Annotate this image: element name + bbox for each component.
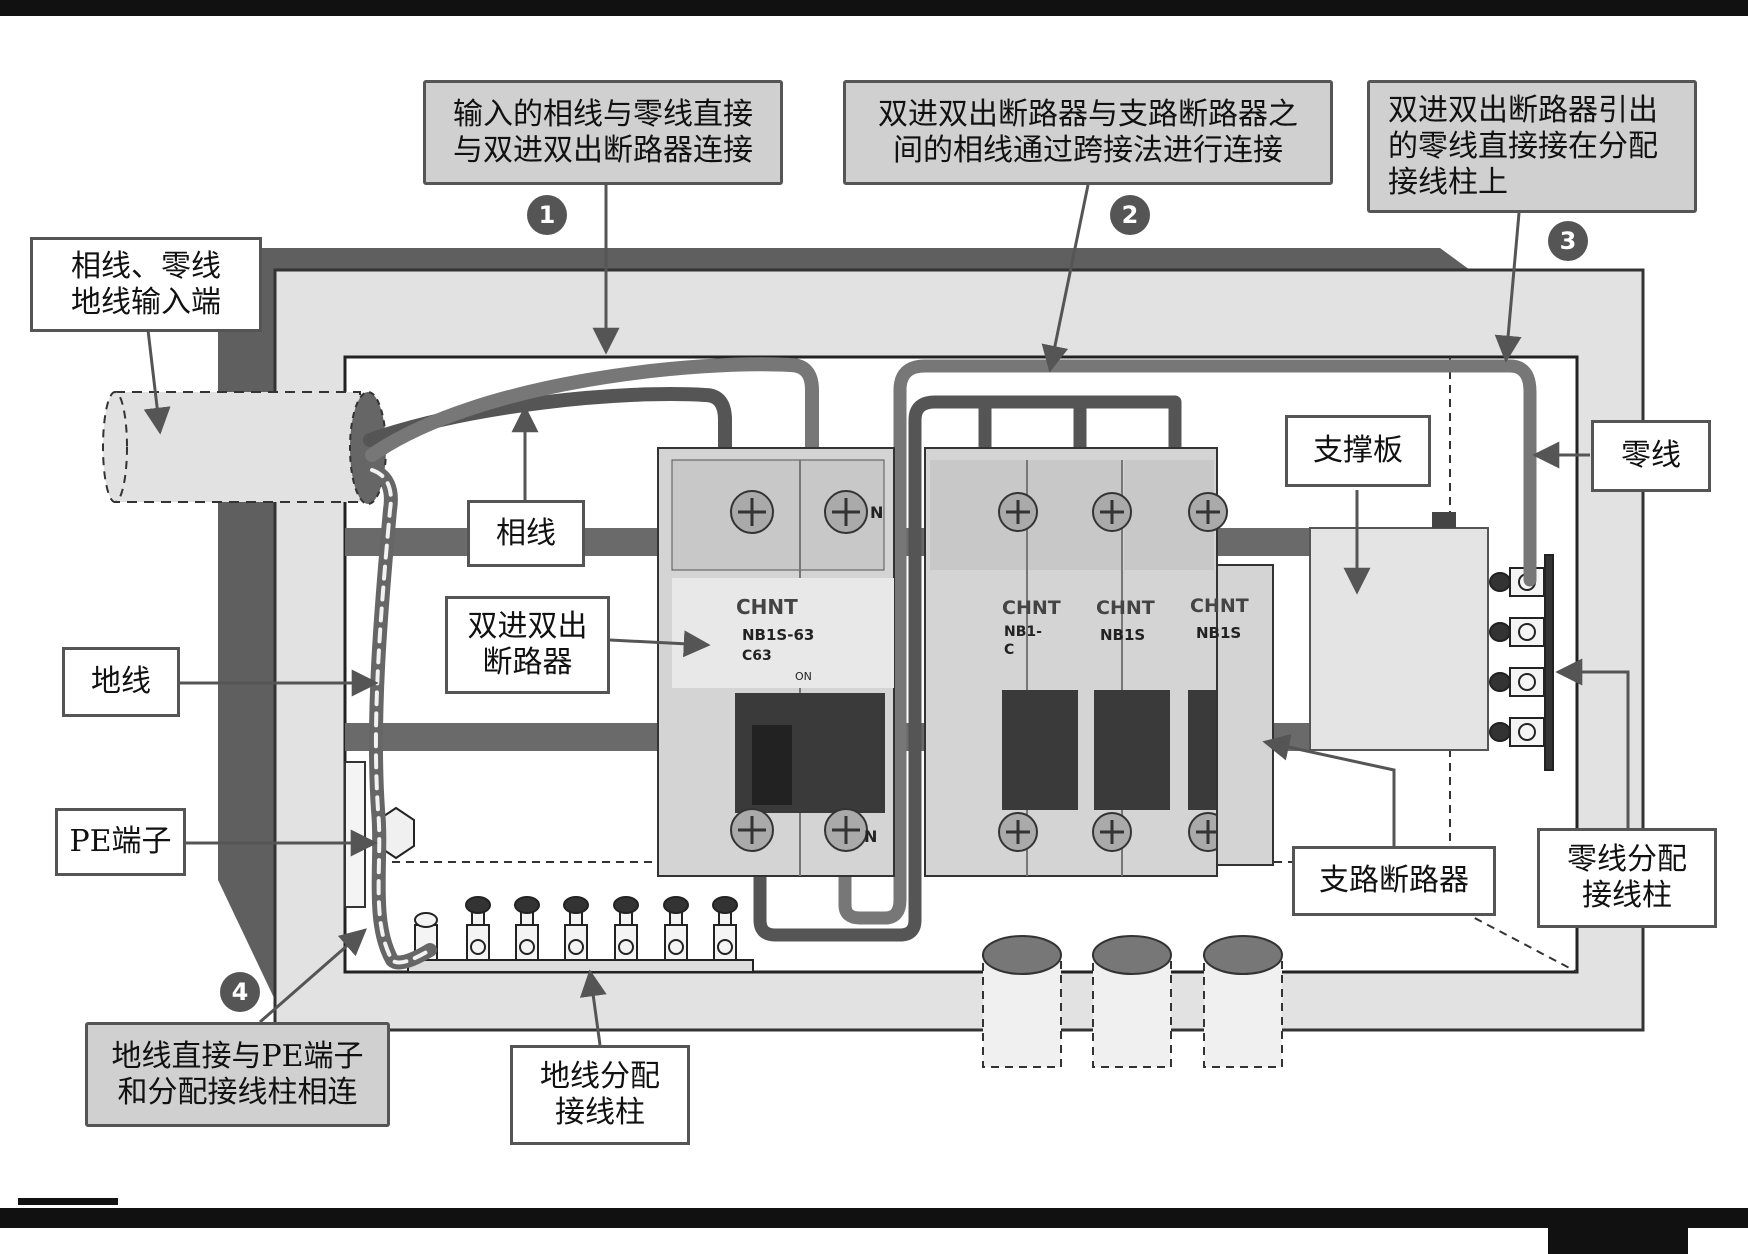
bottom-rule-tab [1548,1226,1688,1254]
branch2-brand: CHNT [1096,597,1155,619]
step-marker-3: 3 [1548,221,1588,261]
main-breaker-n-top: N [870,503,883,522]
step-marker-2: 2 [1110,195,1150,235]
neutral-bus [1489,554,1554,771]
neutral-wire-out [838,359,1537,925]
label-pe-terminal: PE端子 [55,808,186,876]
branch-breakers [924,447,1264,877]
callout-1-line1: 输入的相线与零线直接 [453,96,753,132]
label-dpdt-line1: 双进双出 [467,609,588,644]
support-plate [1309,527,1489,751]
branch3-model: NB1S [1196,624,1241,642]
label-dpdt-breaker: 双进双出 断路器 [445,596,610,694]
enclosure-left-wall [218,250,275,1000]
step-marker-1: 1 [527,195,567,235]
main-breaker-on: ON [795,670,812,683]
label-neutral-bus-line1: 零线分配 [1567,842,1687,877]
label-branch-breaker: 支路断路器 [1292,846,1496,916]
callout-3: 双进双出断路器引出 的零线直接接在分配 接线柱上 [1367,80,1697,213]
jumper-wire [753,395,1182,942]
main-breaker-model: NB1S-63 [742,626,814,644]
earth-bus-terminals [414,896,738,961]
cable-conduit [114,391,361,503]
label-input-end-line1: 相线、零线 [71,248,221,284]
callout-2-line1: 双进双出断路器与支路断路器之 [878,96,1298,132]
branch1-rating: C [1004,642,1014,658]
label-earth-bus: 地线分配 接线柱 [510,1045,690,1145]
label-input-end: 相线、零线 地线输入端 [30,237,262,332]
step-marker-4: 4 [220,972,260,1012]
label-neutral-bus: 零线分配 接线柱 [1537,828,1717,928]
label-neutral-bus-line2: 接线柱 [1582,878,1672,913]
main-breaker [657,447,895,877]
callout-4: 地线直接与PE端子 和分配接线柱相连 [85,1022,390,1127]
earth-bus-base [407,959,754,973]
label-input-end-line2: 地线输入端 [71,284,221,320]
main-breaker-rating: C63 [742,648,772,664]
top-rule [0,0,1748,16]
callout-1-line2: 与双进双出断路器连接 [453,132,753,168]
branch1-model: NB1- [1004,624,1042,640]
main-breaker-brand: CHNT [736,595,798,619]
callout-2-line2: 间的相线通过跨接法进行连接 [893,132,1283,168]
callout-1: 输入的相线与零线直接 与双进双出断路器连接 [423,80,783,185]
callout-4-line1: 地线直接与PE端子 [111,1038,364,1074]
label-phase: 相线 [467,500,585,567]
branch2-model: NB1S [1100,626,1145,644]
callout-3-line2: 的零线直接接在分配 [1388,128,1658,164]
pe-strip [344,761,366,908]
bottom-rule-thin [18,1198,118,1205]
label-support-plate: 支撑板 [1285,415,1431,487]
label-earth-bus-line2: 接线柱 [555,1095,645,1130]
label-dpdt-line2: 断路器 [482,645,573,680]
branch1-brand: CHNT [1002,597,1061,619]
main-breaker-n-bottom: N [864,827,877,846]
bottom-rule [0,1208,1748,1228]
callout-3-line1: 双进双出断路器引出 [1388,92,1658,128]
callout-4-line2: 和分配接线柱相连 [117,1074,358,1110]
branch3-brand: CHNT [1190,595,1249,617]
label-neutral: 零线 [1591,420,1711,492]
callout-2: 双进双出断路器与支路断路器之 间的相线通过跨接法进行连接 [843,80,1333,185]
label-earth-bus-line1: 地线分配 [540,1059,660,1094]
neutral-wire-input [365,357,819,462]
callout-3-line3: 接线柱上 [1388,164,1508,200]
knockout-holes [982,935,1283,1068]
label-earth: 地线 [62,647,180,717]
leader-lines [143,184,1630,1046]
